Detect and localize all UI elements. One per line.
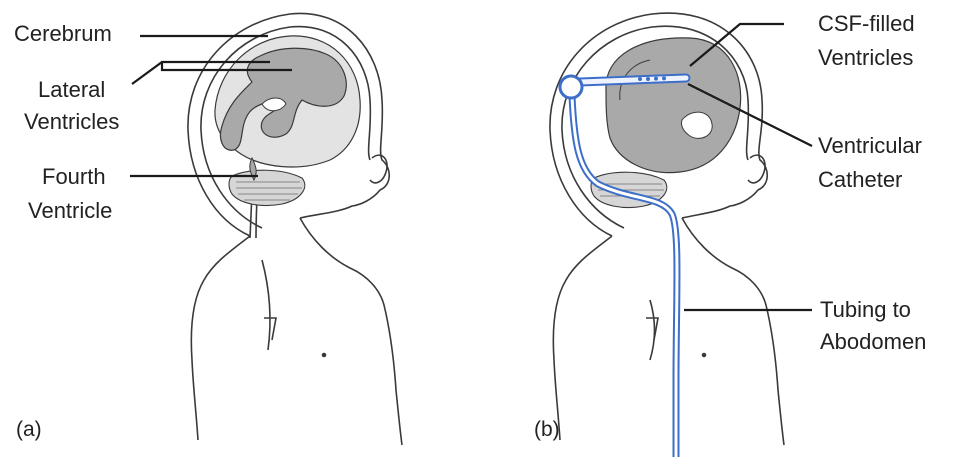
label-ventricular-catheter-line1: Ventricular (818, 132, 922, 159)
label-csf-filled-line2: Ventricles (818, 44, 913, 71)
panel-b-tag: (b) (534, 418, 560, 442)
panel-a-ear (370, 155, 387, 183)
label-tubing-line1: Tubing to (820, 296, 911, 323)
label-fourth-ventricle-line1: Fourth (42, 163, 106, 190)
label-lateral-ventricles-line2: Ventricles (24, 108, 119, 135)
label-fourth-ventricle-line2: Ventricle (28, 197, 112, 224)
label-lateral-ventricles-line1: Lateral (38, 76, 105, 103)
label-cerebrum: Cerebrum (14, 20, 112, 47)
label-ventricular-catheter-line2: Catheter (818, 166, 902, 193)
panel-b-ear (748, 155, 765, 183)
shunt-valve-reservoir (560, 76, 582, 98)
label-csf-filled-line1: CSF-filled (818, 10, 915, 37)
panel-b-csf-ventricles (606, 38, 741, 173)
label-tubing-line2: Abodomen (820, 328, 926, 355)
panel-a-tag: (a) (16, 418, 42, 442)
